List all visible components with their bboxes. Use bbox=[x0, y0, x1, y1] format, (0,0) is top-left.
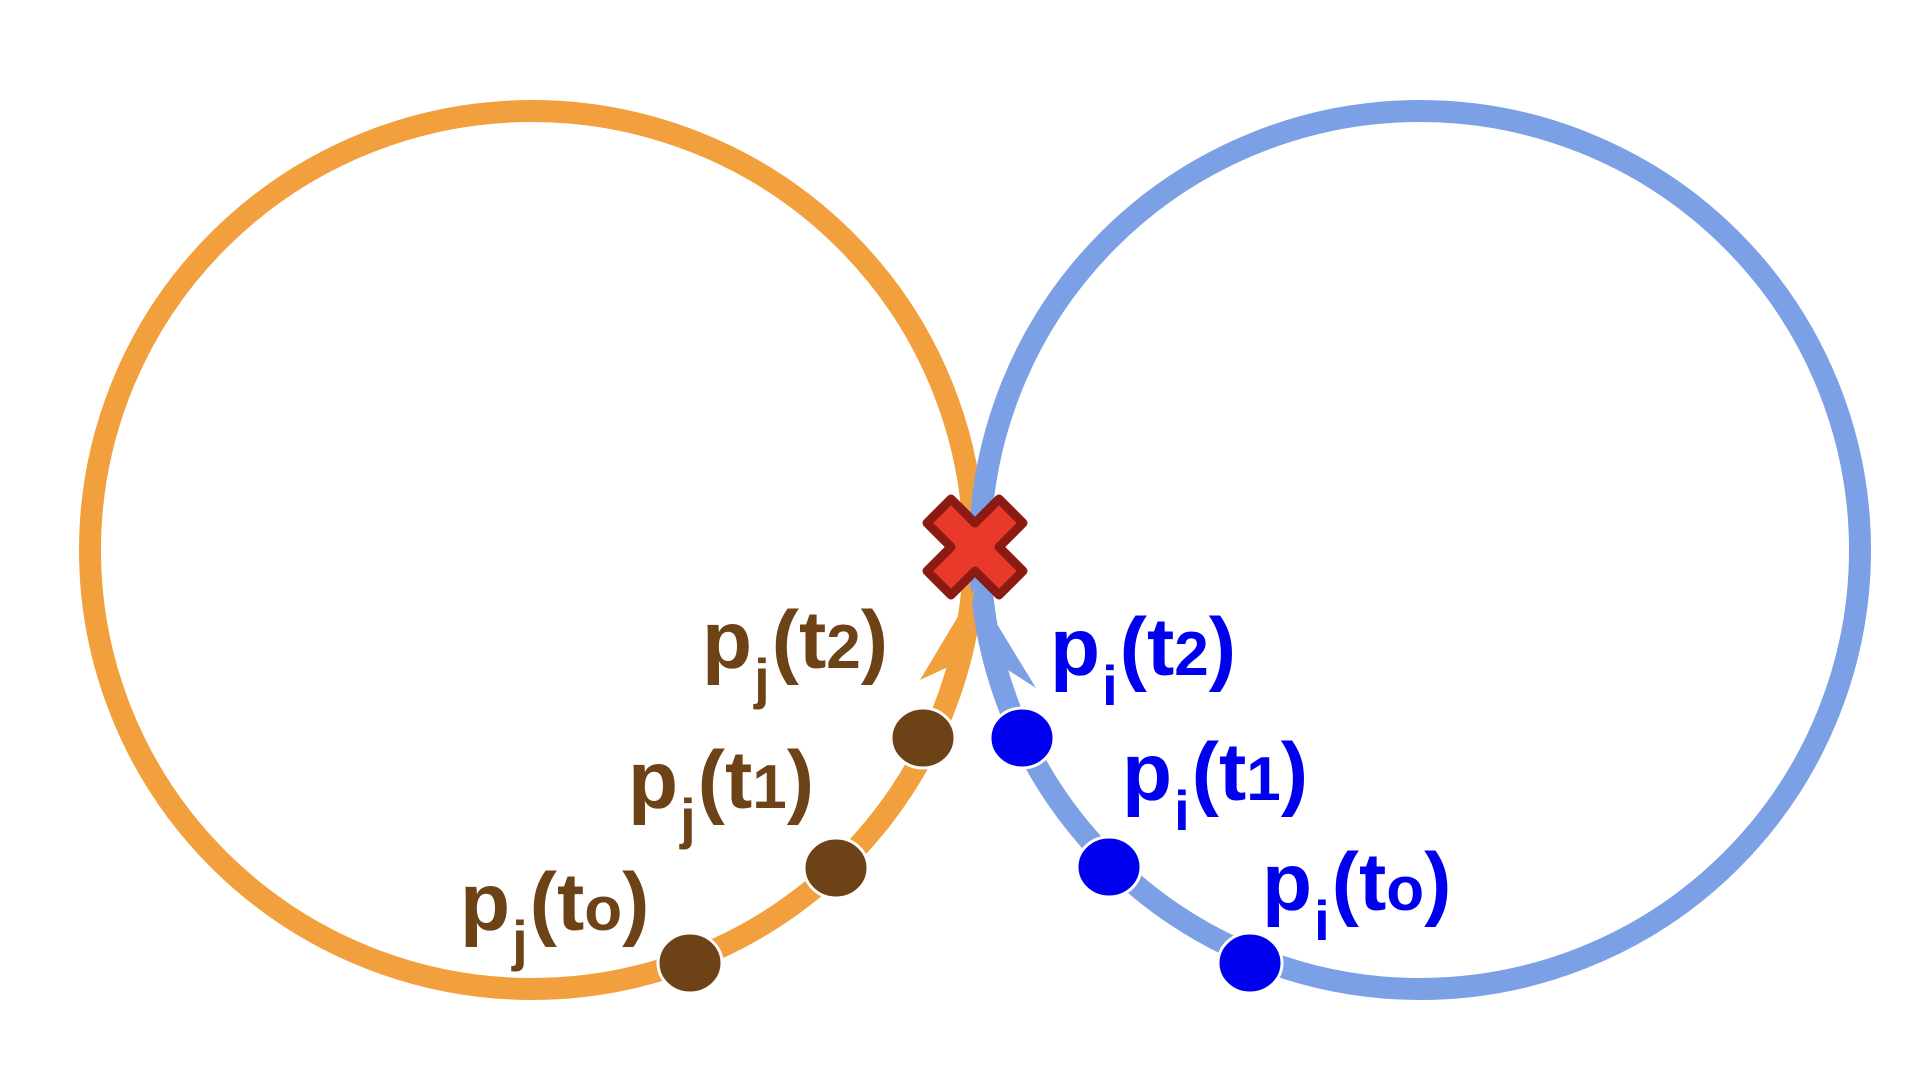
collision-x-icon bbox=[922, 494, 1028, 600]
agent-j-point-t2 bbox=[889, 706, 957, 770]
label-pj-t2: pj(t2) bbox=[702, 595, 888, 710]
label-pi-t2: pi(t2) bbox=[1050, 602, 1236, 717]
agent-j-direction-arrow bbox=[920, 588, 975, 680]
agent-j-point-t1 bbox=[802, 836, 870, 900]
agent-i-point-t2 bbox=[988, 706, 1056, 770]
agent-i-point-t0 bbox=[1216, 931, 1284, 995]
label-pj-t0: pj(to) bbox=[460, 857, 649, 972]
label-pj-t1: pj(t1) bbox=[628, 735, 814, 850]
label-pi-t0: pi(to) bbox=[1262, 837, 1451, 952]
agent-j-point-t0 bbox=[656, 931, 724, 995]
label-pi-t1: pi(t1) bbox=[1122, 727, 1308, 842]
agent-i-point-t1 bbox=[1075, 835, 1143, 899]
agent-i-direction-arrow bbox=[975, 588, 1036, 688]
